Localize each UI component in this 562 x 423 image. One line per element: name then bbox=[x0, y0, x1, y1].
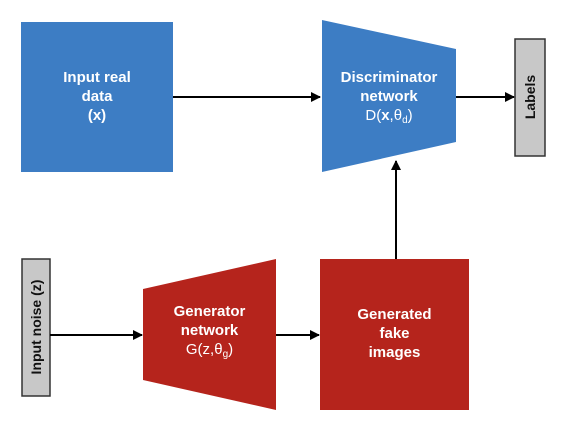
generator-label: Generator network G(z,θg) bbox=[143, 302, 276, 364]
discriminator-formula-sep: ,θ bbox=[389, 107, 403, 124]
generator-network-shape bbox=[143, 259, 276, 410]
discriminator-line1: Discriminator bbox=[340, 69, 438, 86]
discriminator-formula-sub: d bbox=[402, 115, 408, 126]
discriminator-line2: network bbox=[360, 88, 418, 105]
input-real-line3: (x) bbox=[87, 107, 107, 124]
generated-fake-images-label: Generated fake images bbox=[320, 305, 469, 362]
generator-formula: G(z,θg) bbox=[143, 340, 276, 364]
discriminator-network-shape bbox=[322, 20, 456, 172]
input-real-line1: Input real bbox=[63, 69, 131, 86]
labels-text: Labels bbox=[522, 74, 538, 120]
discriminator-label: Discriminator network D(x,θd) bbox=[322, 68, 456, 130]
input-real-data-label: Input real data (x) bbox=[21, 68, 173, 125]
input-noise-text: Input noise (z) bbox=[28, 279, 44, 375]
generated-fake-images-box bbox=[320, 259, 469, 410]
discriminator-formula-var: x bbox=[381, 107, 390, 124]
input-noise-box bbox=[21, 258, 51, 397]
generated-line1: Generated bbox=[357, 306, 432, 323]
generator-formula-suffix: ) bbox=[228, 341, 234, 358]
labels-box bbox=[514, 38, 546, 157]
generator-line1: Generator bbox=[173, 303, 246, 320]
generator-line2: network bbox=[180, 322, 239, 339]
input-real-line2: data bbox=[81, 88, 113, 105]
discriminator-formula: D(x,θd) bbox=[322, 106, 456, 130]
discriminator-formula-suffix: ) bbox=[407, 107, 413, 124]
generator-formula-sub: g bbox=[222, 349, 229, 360]
discriminator-formula-prefix: D( bbox=[365, 107, 382, 124]
generator-formula-prefix: G(z,θ bbox=[185, 341, 223, 358]
input-real-data-box bbox=[21, 22, 173, 172]
generated-line3: images bbox=[368, 344, 421, 361]
generated-line2: fake bbox=[379, 325, 410, 342]
